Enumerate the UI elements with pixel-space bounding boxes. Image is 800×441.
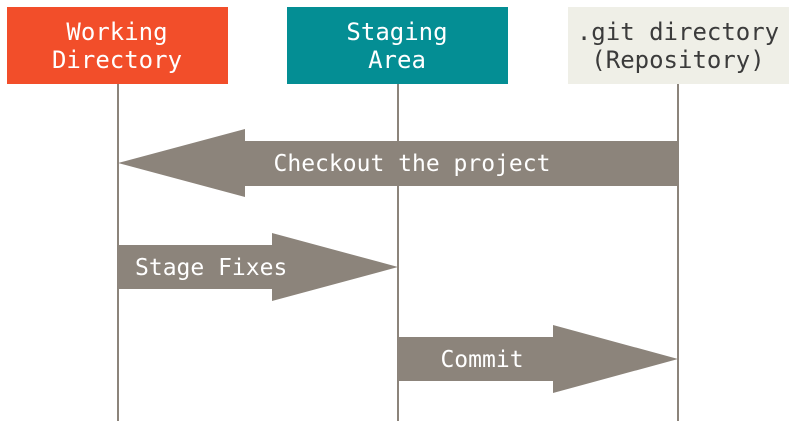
commit-arrow-label: Commit [440,347,523,373]
staging-area-box: Staging Area [287,7,508,84]
checkout-arrow-shape [118,129,678,197]
stage-fixes-arrow: Stage Fixes [118,233,398,301]
working-directory-label-line2: Directory [52,46,182,74]
stage-fixes-arrow-shape [118,233,398,301]
repository-box-bg [568,7,789,84]
repository-label-line2: (Repository) [591,46,764,74]
staging-area-box-bg [287,7,508,84]
working-directory-label: Working [66,18,167,46]
working-directory-box: Working Directory [7,7,228,84]
stage-fixes-arrow-label: Stage Fixes [135,255,287,281]
commit-arrow-shape [398,325,678,393]
commit-arrow: Commit [398,325,678,393]
working-directory-box-bg [7,7,228,84]
repository-label: .git directory [577,18,779,46]
checkout-arrow: Checkout the project [118,129,678,197]
staging-area-label: Staging [346,18,447,46]
checkout-arrow-label: Checkout the project [274,151,551,177]
repository-box: .git directory (Repository) [568,7,789,84]
staging-area-label-line2: Area [368,46,426,74]
